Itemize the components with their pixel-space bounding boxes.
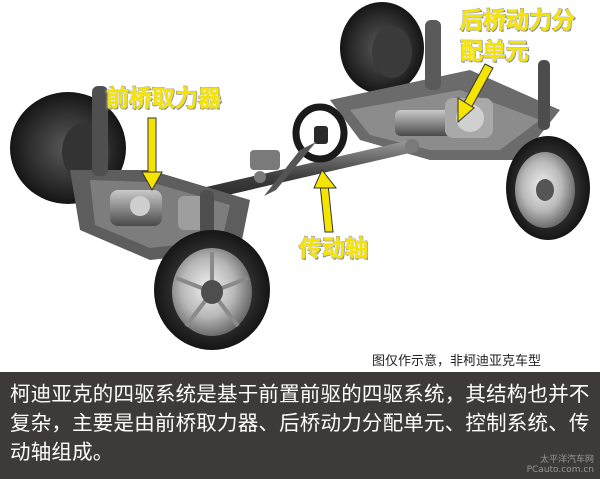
front-right-wheel — [154, 230, 270, 350]
watermark-line2: PCauto.com.cn — [526, 465, 594, 475]
rear-left-wheel — [340, 2, 424, 94]
rear-power-unit-label-line1: 后桥动力分 — [460, 8, 576, 35]
steering-wheel — [250, 103, 348, 196]
drive-shaft-arrow — [313, 169, 338, 233]
front-pto-label: 前桥取力器 — [106, 85, 222, 112]
rear-power-unit-label: 后桥动力分 配单元 — [460, 6, 576, 67]
rear-subframe — [330, 20, 560, 160]
caption-bar: 柯迪亚克的四驱系统是基于前置前驱的四驱系统，其结构也并不复杂，主要是由前桥取力器… — [0, 372, 600, 479]
watermark-line1: 太平洋汽车网 — [539, 455, 594, 465]
rear-unit-arrow — [457, 63, 494, 124]
drive-shaft-label: 传动轴 — [299, 235, 369, 262]
awd-chassis-illustration — [10, 2, 590, 350]
watermark: 太平洋汽车网 PCauto.com.cn — [527, 455, 594, 475]
illustration-disclaimer: 图仅作示意，非柯迪亚克车型 — [372, 354, 542, 369]
rear-power-unit-label-line2: 配单元 — [460, 38, 530, 65]
caption-text: 柯迪亚克的四驱系统是基于前置前驱的四驱系统，其结构也并不复杂，主要是由前桥取力器… — [10, 382, 590, 464]
rear-right-wheel — [506, 136, 590, 240]
front-pto-arrow — [141, 117, 163, 192]
